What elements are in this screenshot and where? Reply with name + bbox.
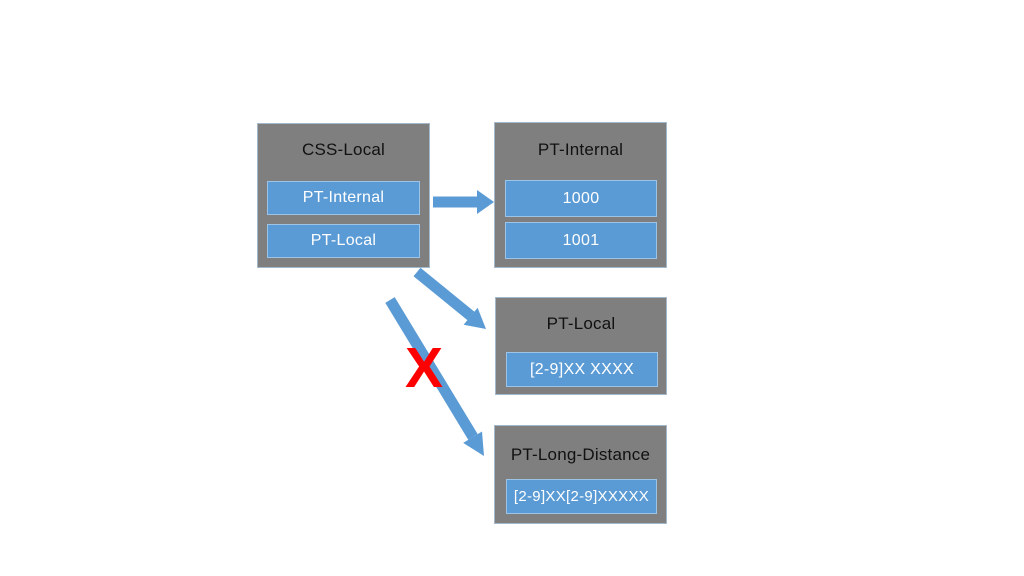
css-local-box: CSS-Local PT-Internal PT-Local <box>257 123 430 268</box>
pt-internal-number-1000: 1000 <box>505 180 657 217</box>
css-local-partition-pt-local: PT-Local <box>267 224 420 258</box>
pt-internal-number-1001: 1001 <box>505 222 657 259</box>
pt-long-distance-pattern: [2-9]XX[2-9]XXXXX <box>506 479 657 514</box>
pt-long-distance-title: PT-Long-Distance <box>510 445 651 464</box>
pt-internal-title: PT-Internal <box>537 140 624 159</box>
pt-local-pattern: [2-9]XX XXXX <box>506 352 658 387</box>
pt-local-box: PT-Local [2-9]XX XXXX <box>495 297 667 395</box>
pt-local-title: PT-Local <box>546 314 616 333</box>
pt-long-distance-box: PT-Long-Distance [2-9]XX[2-9]XXXXX <box>494 425 667 524</box>
css-local-title: CSS-Local <box>301 140 386 159</box>
blocked-route-x-marker: X <box>405 336 444 400</box>
pt-internal-box: PT-Internal 1000 1001 <box>494 122 667 268</box>
arrow-css-local-to-pt-local <box>413 267 486 329</box>
arrow-css-local-to-pt-internal <box>433 190 494 214</box>
arrow-css-local-to-pt-long-distance <box>385 297 484 456</box>
css-local-partition-pt-internal: PT-Internal <box>267 181 420 215</box>
